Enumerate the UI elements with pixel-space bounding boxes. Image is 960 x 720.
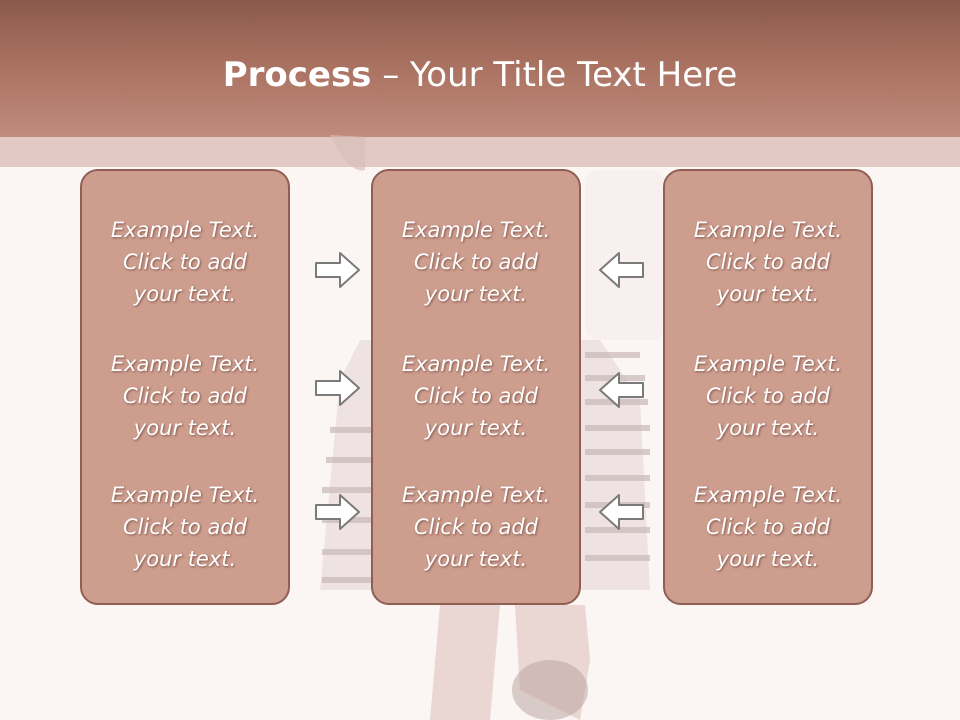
box-left-text-1[interactable]: Example Text. Click to add your text. xyxy=(110,218,260,306)
header-bar xyxy=(0,0,960,137)
left-arrow-icon xyxy=(599,494,644,530)
box-center-text-3[interactable]: Example Text. Click to add your text. xyxy=(401,483,551,571)
left-arrow-icon xyxy=(599,252,644,288)
header-band xyxy=(0,137,960,167)
process-box-center[interactable]: Example Text. Click to add your text. Ex… xyxy=(371,169,581,605)
process-box-right[interactable]: Example Text. Click to add your text. Ex… xyxy=(663,169,873,605)
box-left-text-2[interactable]: Example Text. Click to add your text. xyxy=(110,352,260,440)
title-rest: – Your Title Text Here xyxy=(371,55,738,95)
box-left-text-3[interactable]: Example Text. Click to add your text. xyxy=(110,483,260,571)
right-arrow-icon xyxy=(315,494,360,530)
right-arrow-icon xyxy=(315,252,360,288)
box-right-text-2[interactable]: Example Text. Click to add your text. xyxy=(693,352,843,440)
right-arrow-icon xyxy=(315,370,360,406)
box-center-text-1[interactable]: Example Text. Click to add your text. xyxy=(401,218,551,306)
box-right-text-1[interactable]: Example Text. Click to add your text. xyxy=(693,218,843,306)
title-bold: Process xyxy=(222,55,372,95)
process-box-left[interactable]: Example Text. Click to add your text. Ex… xyxy=(80,169,290,605)
box-right-text-3[interactable]: Example Text. Click to add your text. xyxy=(693,483,843,571)
box-center-text-2[interactable]: Example Text. Click to add your text. xyxy=(401,352,551,440)
slide-title: Process – Your Title Text Here xyxy=(0,52,960,98)
left-arrow-icon xyxy=(599,372,644,408)
